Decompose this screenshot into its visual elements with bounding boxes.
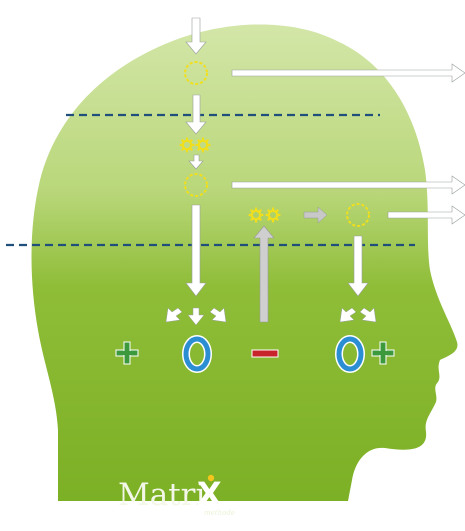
head-silhouette — [31, 24, 458, 502]
dashed-circle-icon — [184, 61, 208, 85]
output-arrow-middle — [231, 175, 465, 195]
zero-icon — [182, 335, 212, 373]
plus-icon — [371, 341, 395, 365]
brand-logo: Matri X methode — [118, 474, 235, 517]
split-arrows-left — [165, 307, 227, 326]
output-arrow-top — [231, 63, 465, 83]
split-arrows-right — [339, 307, 377, 323]
svg-text:X: X — [197, 475, 222, 513]
zero-icon — [335, 335, 365, 373]
dashed-circle-icon — [346, 203, 370, 227]
arrow-down-main-left — [185, 204, 207, 297]
arrow-to-circle-3 — [303, 206, 328, 224]
plus-icon — [115, 341, 139, 365]
brand-name: Matri — [118, 477, 206, 513]
feedback-arrow-up — [253, 225, 275, 323]
arrow-down-right — [347, 235, 369, 297]
arrow-to-gears — [185, 94, 207, 135]
brand-mark-x: X — [197, 474, 222, 513]
dashed-circle-icon — [184, 173, 208, 197]
minus-icon — [251, 349, 279, 358]
entry-arrow — [185, 17, 207, 55]
brand-tagline: methode — [204, 509, 235, 517]
output-arrow-bottom — [387, 205, 465, 225]
arrow-to-circle-2 — [188, 154, 204, 170]
